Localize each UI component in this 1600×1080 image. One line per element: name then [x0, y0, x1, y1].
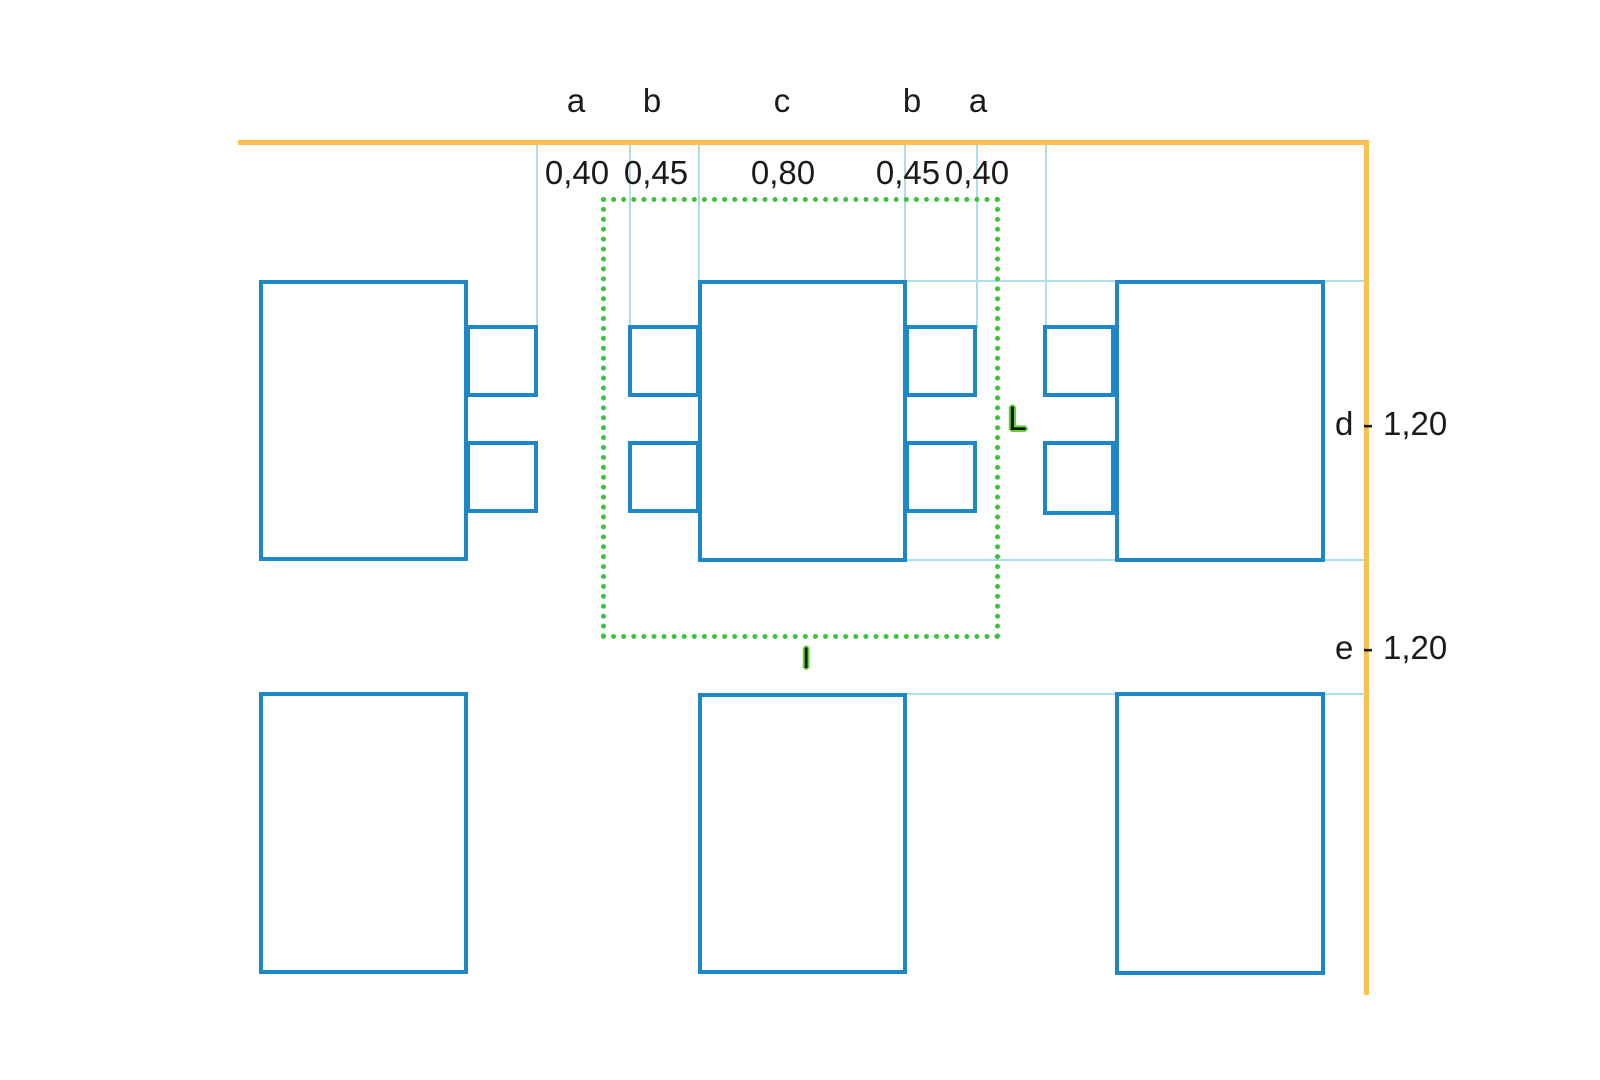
table-bottom-right	[1115, 692, 1325, 975]
dimension-letter: b	[902, 82, 922, 119]
dimension-guide-line-v1	[536, 145, 538, 327]
boundary-line-right	[1364, 140, 1369, 995]
right-dimension-e-label: e -	[1335, 629, 1374, 666]
dimension-letter: a	[566, 82, 586, 119]
dimension-guide-line-v3	[698, 145, 700, 282]
dimension-guide-line-v2	[629, 145, 631, 327]
chair-top-right-upper	[1043, 325, 1115, 397]
right-dimension-d-label: d -	[1335, 405, 1374, 442]
table-bottom-center	[698, 693, 907, 974]
dimension-guide-line-v5	[976, 145, 978, 328]
zone-label-bottom: I	[802, 642, 811, 675]
table-bottom-left	[259, 692, 468, 974]
chair-top-center-right-lower	[905, 441, 977, 513]
zone-label-right: L	[1008, 400, 1027, 438]
dimension-value: 0,45	[623, 154, 689, 191]
right-dimension-e-value: 1,20	[1383, 629, 1448, 666]
dimension-letter: c	[773, 82, 791, 119]
table-top-left	[259, 280, 468, 561]
highlight-zone-outline	[601, 197, 1000, 639]
dimension-value: 0,40	[944, 154, 1010, 191]
dimension-value: 0,80	[750, 154, 816, 191]
chair-top-left-lower	[466, 441, 538, 513]
dimension-letter: b	[642, 82, 662, 119]
boundary-line-top	[238, 140, 1369, 145]
dimension-guide-line-v4	[904, 145, 906, 282]
dimension-letter: a	[968, 82, 988, 119]
chair-top-center-left-lower	[628, 441, 700, 513]
right-dimension-d-value: 1,20	[1383, 405, 1448, 442]
chair-top-right-lower	[1043, 441, 1115, 515]
dimension-guide-line-v6	[1045, 145, 1047, 328]
dimension-value: 0,40	[544, 154, 610, 191]
chair-top-center-right-upper	[905, 325, 977, 397]
chair-top-left-upper	[466, 325, 538, 397]
dimension-value: 0,45	[875, 154, 941, 191]
table-top-right	[1115, 280, 1325, 562]
table-top-center	[698, 280, 907, 562]
